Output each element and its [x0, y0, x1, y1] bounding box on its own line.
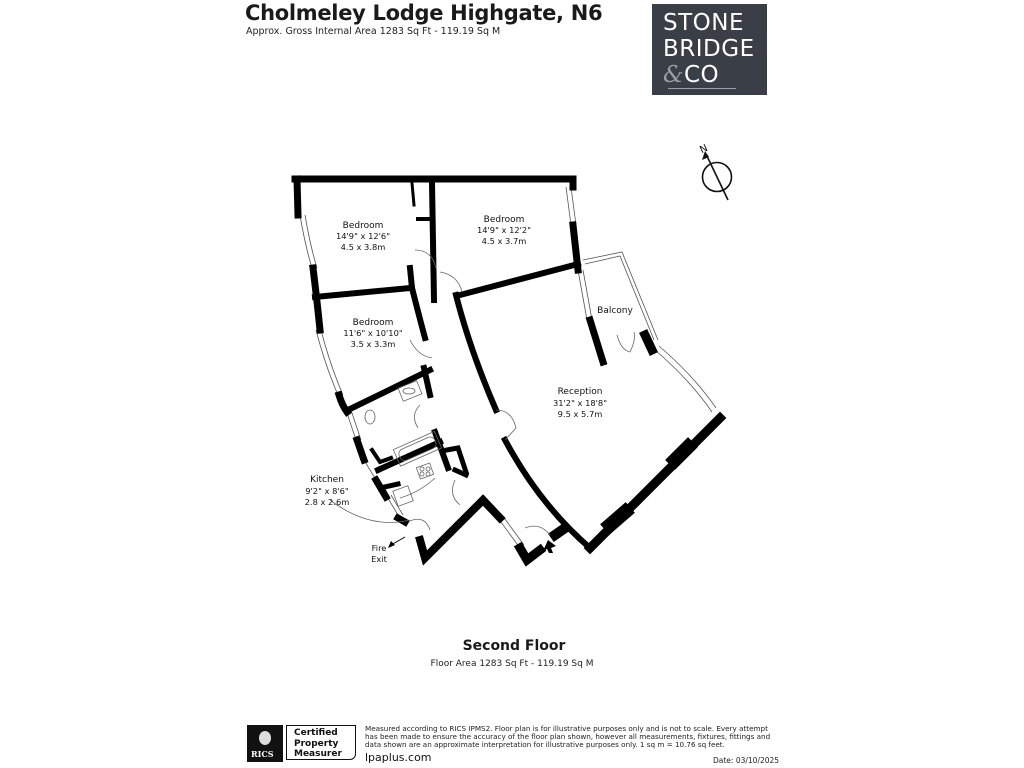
room-metric-bedroom-3: 3.5 x 3.3m: [351, 339, 396, 349]
room-metric-bedroom-1: 4.5 x 3.8m: [341, 242, 386, 252]
logo-line-bridge: BRIDGE: [663, 36, 755, 62]
balcony-label: Balcony: [597, 306, 633, 316]
room-imperial-kitchen: 9'2" x 8'6": [305, 486, 349, 496]
door-swings: [329, 249, 635, 536]
logo-line-stone: STONE: [663, 10, 744, 36]
rics-lion-icon: [259, 731, 271, 745]
rics-badge: RICS: [247, 725, 283, 762]
room-name-bedroom-2: Bedroom: [484, 215, 525, 225]
gross-area-subtitle: Approx. Gross Internal Area 1283 Sq Ft -…: [246, 26, 501, 37]
certified-measurer-box: Certified Property Measurer: [286, 725, 356, 760]
compass-north-label: N: [698, 143, 709, 156]
room-name-bedroom-3: Bedroom: [353, 318, 394, 328]
room-imperial-bedroom-2: 14'9" x 12'2": [477, 225, 531, 235]
agency-logo: STONE BRIDGE &CO: [652, 4, 767, 95]
arrows: [388, 536, 556, 553]
room-metric-kitchen: 2.8 x 2.6m: [305, 497, 350, 507]
floor-title: Second Floor: [462, 638, 566, 654]
room-name-bedroom-1: Bedroom: [343, 221, 384, 231]
room-imperial-bedroom-3: 11'6" x 10'10": [343, 328, 403, 338]
room-imperial-reception: 31'2" x 18'8": [553, 398, 607, 408]
room-imperial-bedroom-1: 14'9" x 12'6": [336, 231, 390, 241]
logo-co: CO: [683, 62, 720, 88]
windows: [299, 186, 717, 549]
property-title: Cholmeley Lodge Highgate, N6: [245, 1, 603, 25]
compass-icon: N: [698, 143, 733, 201]
room-name-reception: Reception: [558, 387, 603, 397]
room-name-kitchen: Kitchen: [310, 475, 344, 485]
entrance-arrow-icon: [543, 540, 556, 553]
rics-certification: RICS Certified Property Measurer: [247, 725, 357, 762]
disclaimer-text: Measured according to RICS IPMS2. Floor …: [365, 724, 771, 749]
cert-line-3: Measurer: [294, 749, 342, 759]
rics-badge-text: RICS: [251, 749, 274, 759]
logo-ampersand: &: [663, 62, 684, 88]
logo-line-co: &CO: [663, 62, 719, 88]
walls: [291, 175, 727, 567]
fixtures: [364, 380, 443, 507]
fire-exit-label-1: Fire: [372, 543, 387, 553]
cert-line-2: Property: [294, 738, 339, 749]
room-metric-reception: 9.5 x 5.7m: [558, 409, 603, 419]
logo-underline: [668, 88, 736, 89]
floor-area: Floor Area 1283 Sq Ft - 119.19 Sq M: [430, 659, 594, 669]
website-link[interactable]: lpaplus.com: [365, 751, 432, 764]
fire-exit-label-2: Exit: [371, 554, 387, 564]
plan-date: Date: 03/10/2025: [713, 756, 780, 765]
room-metric-bedroom-2: 4.5 x 3.7m: [482, 236, 527, 246]
cert-line-1: Certified: [294, 728, 338, 738]
